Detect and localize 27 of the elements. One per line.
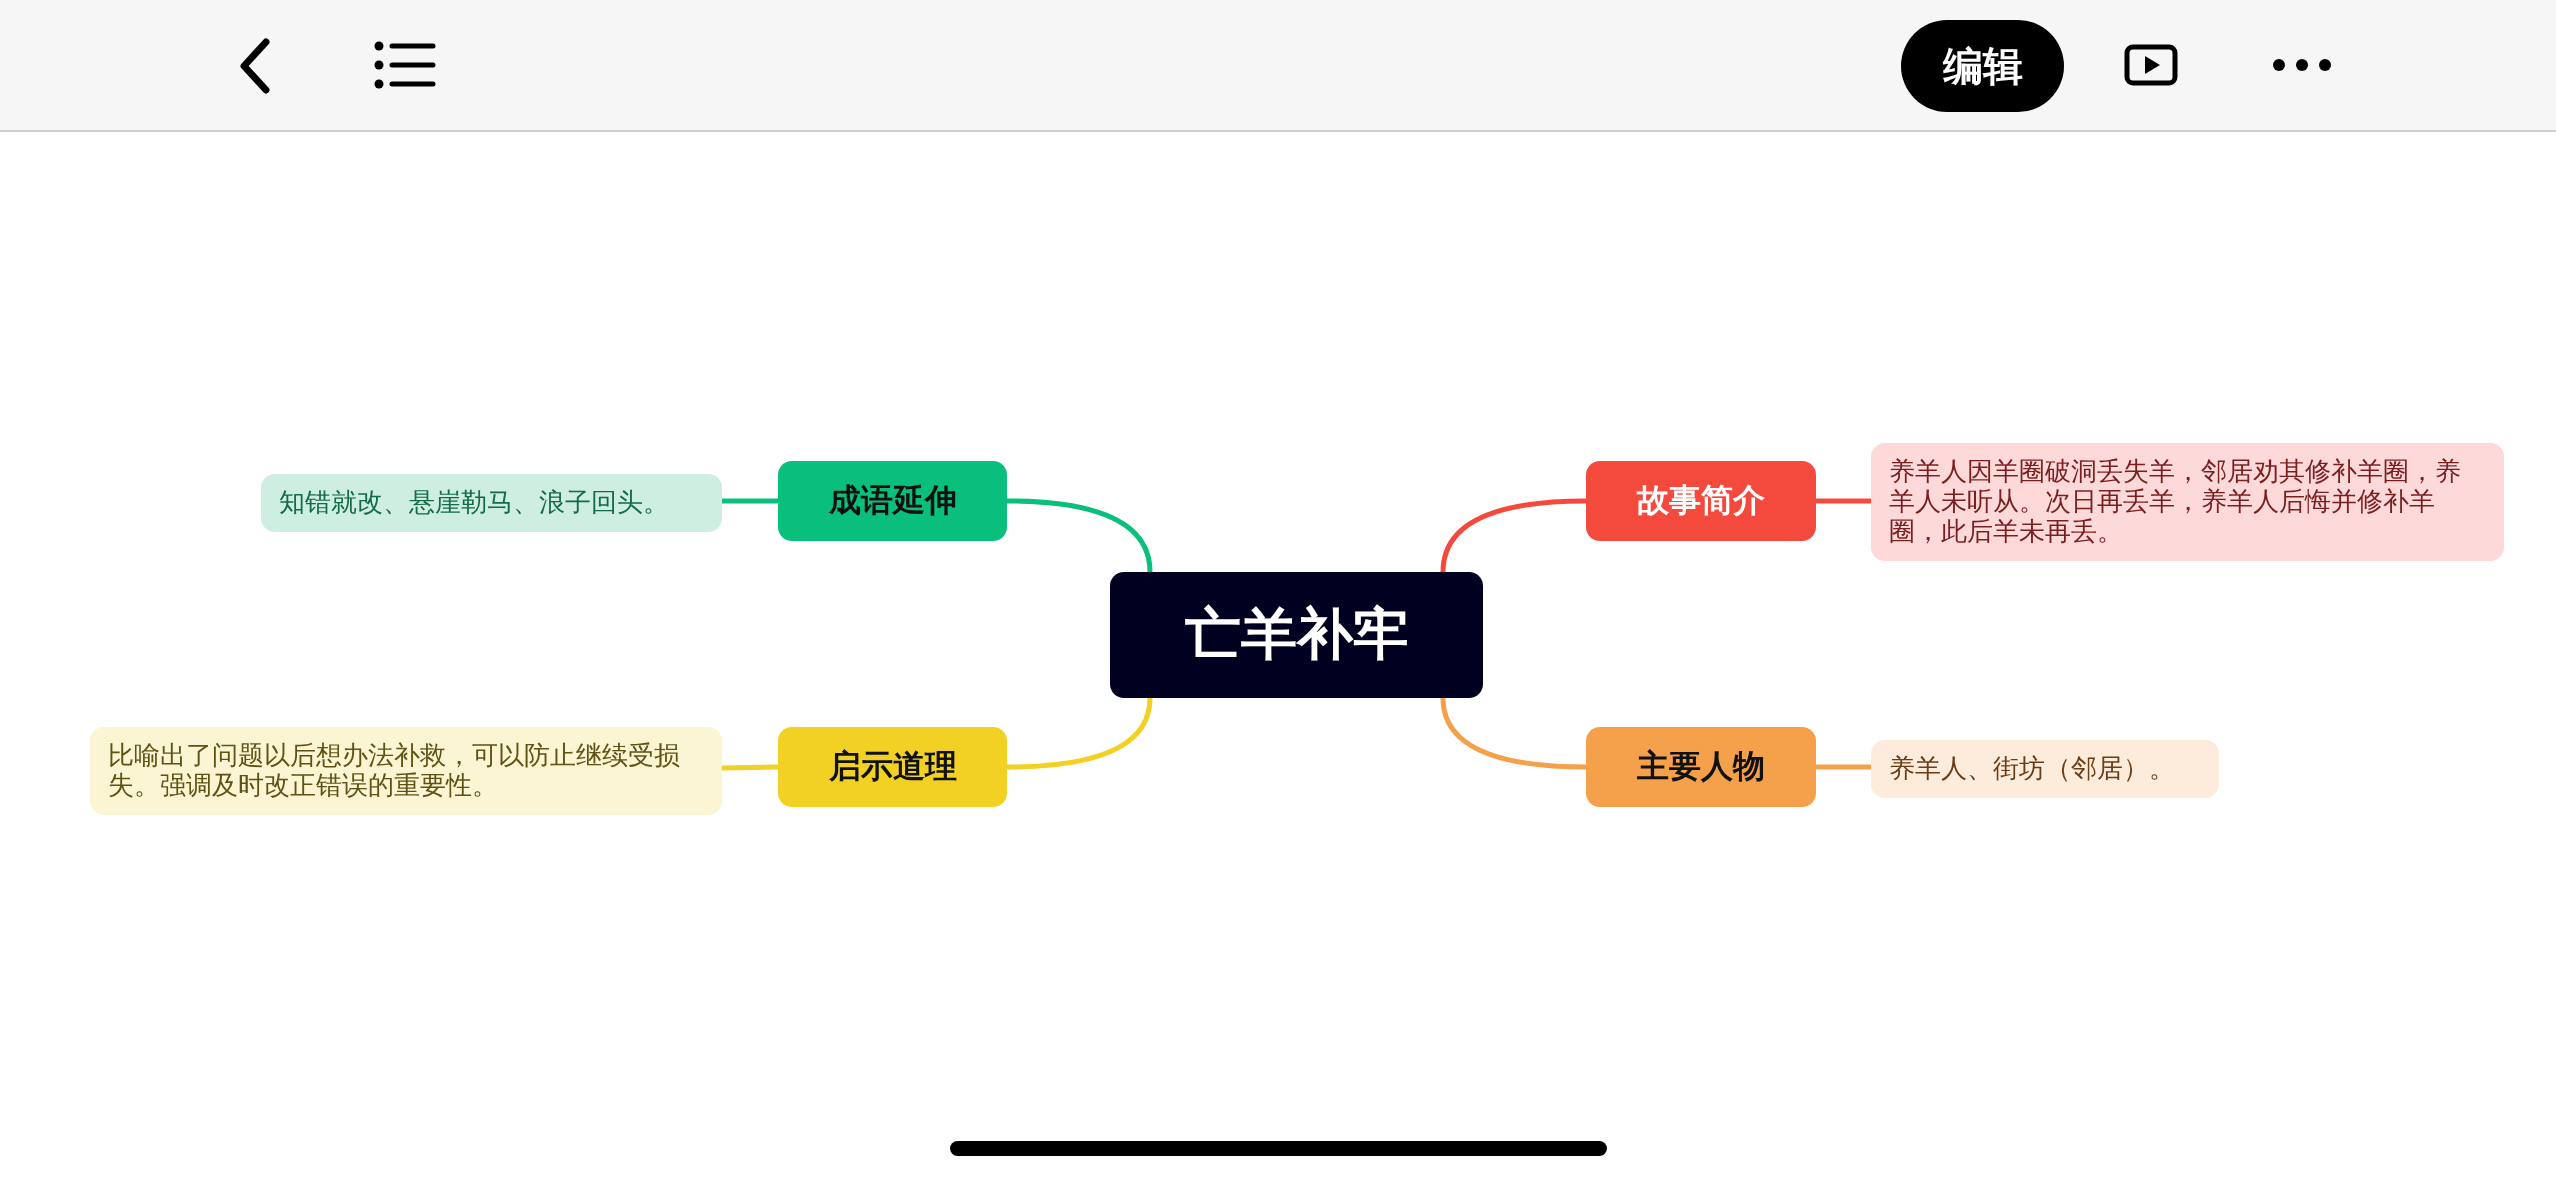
branch-topic-box: [1586, 461, 1816, 541]
branch-topic-box: [778, 461, 1007, 541]
note-box: [1871, 740, 2219, 798]
topic-text: 主要人物: [1637, 746, 1765, 787]
branch-line: [1440, 498, 1587, 573]
branch-line: [1816, 764, 1871, 770]
branch-line: [722, 498, 778, 504]
branch-topic-box: [1586, 727, 1816, 807]
note-text: 养羊人因羊圈破洞丢失羊，邻居劝其修补羊圈，养羊人未听从。次日再丢羊，养羊人后悔并修补羊圈，此后羊未再丢。: [1889, 457, 2462, 547]
topic-text: 亡羊补牢: [1184, 600, 1409, 668]
note-text: 比喻出了问题以后想办法补救，可以防止继续受损失。强调及时改正错误的重要性。: [108, 741, 681, 801]
topic-text: 故事简介: [1637, 480, 1765, 521]
note-text: 知错就改、悬崖勒马、浪子回头。: [279, 488, 669, 518]
note-box: [1871, 443, 2504, 561]
note-text: 养羊人、街坊（邻居）。: [1889, 754, 2175, 784]
topic-text: 成语延伸: [828, 480, 957, 521]
note-box: [90, 727, 722, 815]
branch-line: [721, 764, 779, 771]
edit-button: 编辑: [1901, 20, 2064, 112]
branch-topic-box: [778, 727, 1007, 807]
branch-line: [1006, 697, 1153, 770]
branch-line: [1006, 498, 1153, 573]
topic-text: 启示道理: [828, 746, 957, 787]
branch-line: [1440, 697, 1587, 770]
central-topic-box: [1110, 572, 1483, 698]
note-box: [261, 474, 722, 532]
branch-line: [1816, 498, 1871, 504]
